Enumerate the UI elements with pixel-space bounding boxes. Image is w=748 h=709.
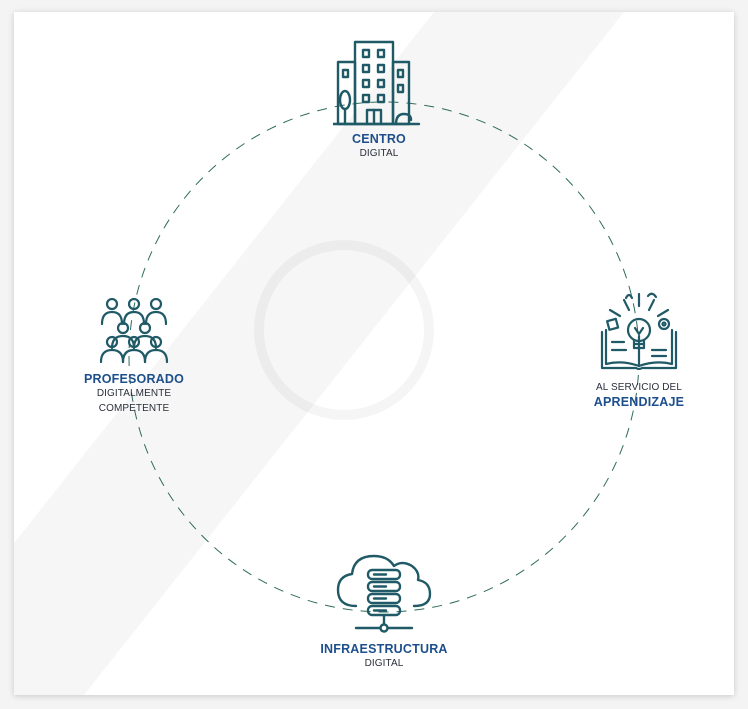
centro-title: CENTRO (352, 132, 406, 146)
group-people-icon (99, 298, 169, 364)
watermark-band (14, 12, 624, 695)
aprendizaje-title: APRENDIZAJE (593, 395, 685, 409)
profesorado-title: PROFESORADO (83, 372, 185, 386)
watermark-seal (254, 240, 434, 420)
profesorado-line1: DIGITALMENTE (96, 388, 172, 399)
diagram-card: CENTRO DIGITAL (14, 12, 734, 695)
profesorado-line2: COMPETENTE (98, 403, 170, 414)
diagram-background (14, 12, 640, 695)
aprendizaje-prefix: AL SERVICIO DEL (596, 382, 682, 393)
cloud-server-icon (336, 554, 432, 633)
infraestructura-title: INFRAESTRUCTURA (320, 642, 448, 656)
book-lightbulb-icon (600, 292, 678, 370)
infraestructura-subtitle: DIGITAL (364, 658, 404, 669)
node-aprendizaje: AL SERVICIO DEL APRENDIZAJE (574, 290, 704, 409)
node-profesorado: PROFESORADO DIGITALMENTE COMPETENTE (69, 298, 199, 416)
node-centro: CENTRO DIGITAL (319, 40, 439, 161)
building-icon (333, 40, 421, 126)
centro-subtitle: DIGITAL (359, 148, 399, 159)
node-infraestructura: INFRAESTRUCTURA DIGITAL (304, 544, 464, 671)
